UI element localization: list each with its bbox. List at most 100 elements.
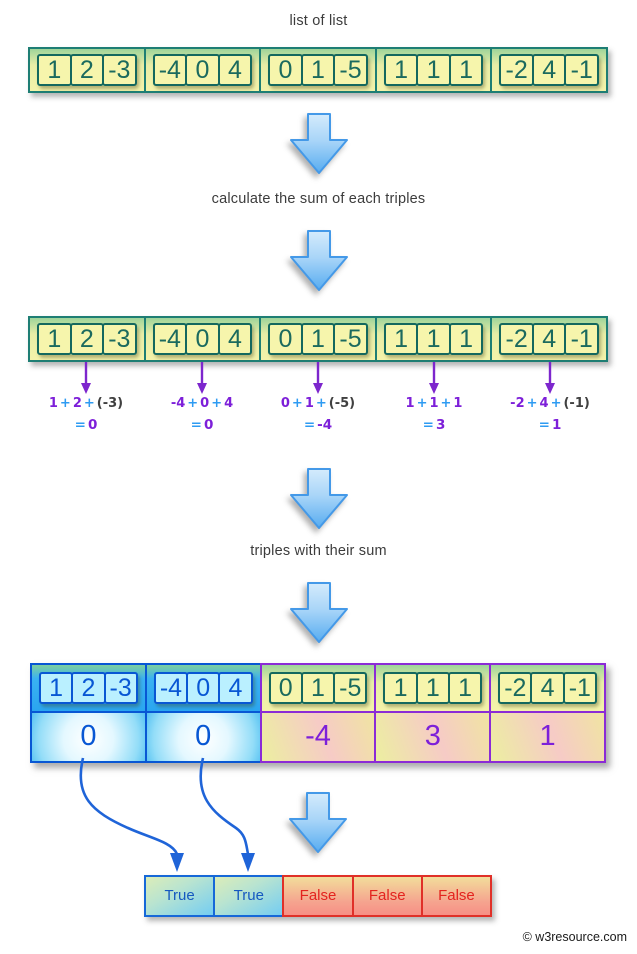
triple-group: -2 4 -1 [490, 316, 608, 362]
list-cell: 1 [300, 54, 336, 86]
sum-value: 0 [87, 417, 98, 433]
down-arrow-icon [288, 112, 350, 176]
table-column: 0 1 -5 -4 [259, 663, 377, 763]
list-cell: 1 [448, 323, 484, 355]
plus-operator: + [291, 396, 303, 411]
list-cell: -3 [102, 323, 137, 355]
down-arrow-icon [288, 467, 350, 531]
sum-value: 0 [203, 417, 214, 433]
list-cell: 1 [447, 672, 483, 704]
operand: -2 [510, 396, 525, 411]
copyright-text: © w3resource.com [522, 930, 627, 944]
list-cell: 1 [37, 54, 72, 86]
list-cell: 1 [39, 672, 74, 704]
equals-sign: = [74, 417, 86, 433]
table-column: -4 0 4 0 [144, 663, 262, 763]
equals-sign: = [190, 417, 202, 433]
list-cell: -1 [562, 672, 597, 704]
list-cell: 0 [186, 672, 221, 704]
operand: 1 [304, 396, 314, 411]
result-cell: False [420, 875, 493, 917]
list-cell: 4 [531, 323, 567, 355]
equals-sign: = [422, 417, 434, 433]
plus-operator: + [187, 396, 199, 411]
down-arrow-icon [288, 229, 350, 293]
sum-cell: 3 [376, 713, 490, 761]
step1-label: calculate the sum of each triples [211, 191, 426, 207]
plus-operator: + [211, 396, 223, 411]
plus-operator: + [59, 396, 71, 411]
purple-down-arrow-icon [492, 362, 608, 399]
curved-arrow-icon [79, 757, 255, 872]
result-cell: True [144, 875, 216, 917]
list-cell: -4 [152, 54, 188, 86]
sum-value: 3 [435, 417, 446, 433]
list-cell: 0 [185, 323, 220, 355]
operand: (-1) [563, 396, 590, 411]
purple-arrows-row [28, 362, 608, 399]
sum-cell: 0 [146, 713, 260, 761]
plus-operator: + [440, 396, 452, 411]
list-cell: 4 [531, 54, 567, 86]
list-cell: 1 [415, 672, 450, 704]
list-cell: 2 [69, 54, 105, 86]
operand: 4 [224, 396, 234, 411]
list-cell: 4 [217, 54, 253, 86]
list-cell: 0 [268, 323, 303, 355]
plus-operator: + [526, 396, 538, 411]
sum-cell: 0 [32, 713, 145, 761]
sum-expression: 1+2+(-3) =0 [28, 396, 144, 433]
list-cell: -3 [102, 54, 137, 86]
list-cell: -1 [564, 323, 599, 355]
purple-down-arrow-icon [260, 362, 376, 399]
purple-down-arrow-icon [376, 362, 492, 399]
triple-group: 1 1 1 [374, 47, 493, 93]
result-cell: False [282, 875, 354, 917]
operand: 4 [539, 396, 549, 411]
list-cell: -4 [153, 672, 189, 704]
plus-operator: + [83, 396, 95, 411]
purple-down-arrow-icon [28, 362, 144, 399]
operand: -4 [170, 396, 186, 411]
table-column: -2 4 -1 1 [489, 663, 606, 763]
sum-cell: 1 [491, 713, 604, 761]
down-arrow-icon [287, 791, 349, 855]
sum-expression: -2+4+(-1) =1 [492, 396, 608, 433]
plus-operator: + [416, 396, 428, 411]
table-column: 1 2 -3 0 [30, 663, 147, 763]
operand: 1 [405, 396, 415, 411]
list-cell: 2 [69, 323, 105, 355]
operand: 0 [280, 396, 290, 411]
list-cell: 1 [416, 323, 451, 355]
list-cell: -2 [498, 672, 533, 704]
triples-sum-table: 1 2 -3 0 -4 0 4 0 0 1 -5 [30, 663, 606, 763]
list-cell: -3 [103, 672, 138, 704]
list-cell: -5 [333, 672, 368, 704]
boolean-results-row: True True False False False [144, 875, 493, 917]
list-cell: 4 [530, 672, 565, 704]
operand: 1 [48, 396, 58, 411]
operand: (-3) [96, 396, 124, 411]
operand: 1 [429, 396, 439, 411]
list-cell: 0 [268, 54, 303, 86]
list-cell: 0 [185, 54, 220, 86]
list-cell: -5 [333, 54, 368, 86]
equals-sign: = [303, 417, 316, 433]
sum-cell: -4 [261, 713, 375, 761]
equals-sign: = [538, 417, 550, 433]
list-cell: 1 [383, 54, 419, 86]
list-of-list-row: 1 2 -3 -4 0 4 0 1 -5 1 1 1 [28, 47, 608, 93]
triple-group: 1 2 -3 [28, 316, 146, 362]
list-cell: -1 [564, 54, 599, 86]
list-cell: -4 [152, 323, 188, 355]
list-cell: 1 [37, 323, 72, 355]
triples-row: 1 2 -3 -4 0 4 0 1 -5 1 1 1 [28, 316, 608, 362]
list-cell: 1 [416, 54, 451, 86]
table-column: 1 1 1 3 [374, 663, 492, 763]
sum-expression: 0+1+(-5) =-4 [260, 396, 376, 433]
operand: 1 [453, 396, 463, 411]
list-cell: -5 [333, 323, 368, 355]
list-cell: 4 [217, 323, 253, 355]
operand: (-5) [328, 396, 356, 411]
